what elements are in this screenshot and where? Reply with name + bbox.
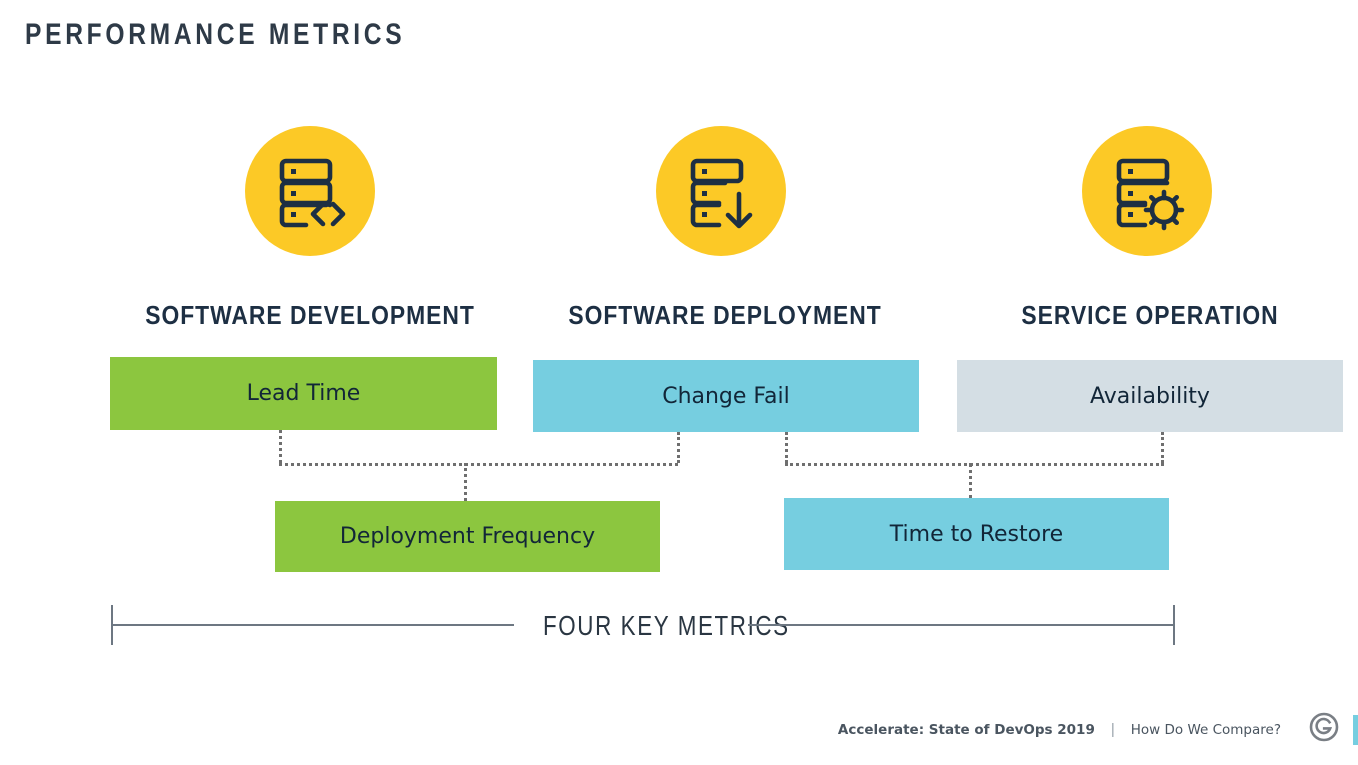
bracket-line-left xyxy=(111,624,514,626)
icon-badge-service-operation xyxy=(1082,126,1212,256)
metric-bar-change-fail[interactable]: Change Fail xyxy=(533,360,919,432)
connector-availability-drop xyxy=(1161,432,1164,463)
column-heading-software-development: SOFTWARE DEVELOPMENT xyxy=(145,300,475,330)
bracket-tick-right xyxy=(1173,605,1175,645)
connector-right-horizontal xyxy=(785,463,1164,466)
metric-bar-deployment-frequency[interactable]: Deployment Frequency xyxy=(275,501,660,572)
metric-bar-label: Change Fail xyxy=(662,383,790,409)
metric-bar-label: Lead Time xyxy=(246,381,361,406)
icon-badge-software-development xyxy=(245,126,375,256)
page-title: PERFORMANCE METRICS xyxy=(25,18,406,51)
metric-bar-lead-time[interactable]: Lead Time xyxy=(110,357,497,430)
server-gear-icon xyxy=(1107,151,1187,231)
google-cloud-g-logo-icon xyxy=(1309,712,1339,747)
connector-change-fail-drop-right xyxy=(785,432,788,463)
icon-badge-software-deployment xyxy=(656,126,786,256)
connector-change-fail-drop-left xyxy=(677,432,680,463)
footer-divider: | xyxy=(1110,721,1115,738)
server-download-icon xyxy=(681,151,761,231)
column-heading-service-operation: SERVICE OPERATION xyxy=(1021,300,1279,330)
metric-bar-label: Time to Restore xyxy=(889,521,1064,547)
connector-deployment-frequency-riser xyxy=(464,463,467,501)
column-heading-software-deployment: SOFTWARE DEPLOYMENT xyxy=(568,300,882,330)
bracket-line-right xyxy=(748,624,1174,626)
footer-title: Accelerate: State of DevOps 2019 xyxy=(837,721,1095,738)
bracket-label: FOUR KEY METRICS xyxy=(543,610,790,641)
metric-bar-label: Deployment Frequency xyxy=(339,524,596,549)
server-code-icon xyxy=(270,151,350,231)
metric-bar-label: Availability xyxy=(1090,383,1210,409)
connector-time-to-restore-riser xyxy=(969,463,972,499)
connector-left-horizontal xyxy=(279,463,678,466)
metric-bar-time-to-restore[interactable]: Time to Restore xyxy=(784,498,1169,570)
metric-bar-availability[interactable]: Availability xyxy=(957,360,1343,432)
footer: Accelerate: State of DevOps 2019 | How D… xyxy=(0,712,1358,747)
footer-accent-bar xyxy=(1353,714,1358,745)
connector-lead-time-drop xyxy=(279,430,282,463)
footer-subtitle: How Do We Compare? xyxy=(1130,721,1281,738)
